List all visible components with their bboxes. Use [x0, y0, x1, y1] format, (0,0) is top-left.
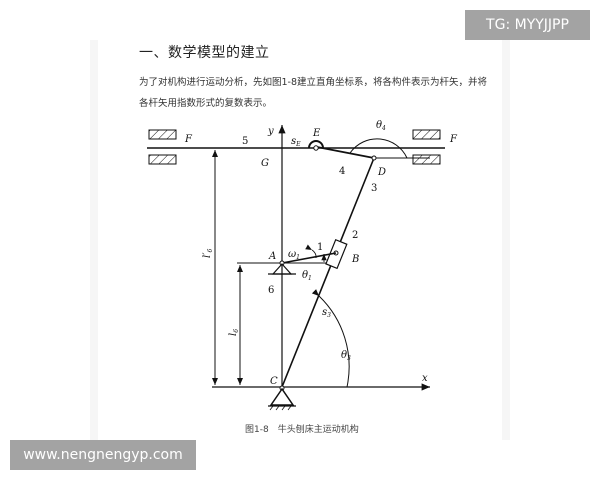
label-omega1: ω1: [288, 249, 300, 261]
ground-support-C: [269, 387, 295, 406]
label-link-4: 4: [339, 166, 345, 177]
label-link-3: 3: [371, 183, 377, 194]
joint-D: [371, 155, 377, 161]
label-y-axis: y: [267, 126, 274, 137]
label-D: D: [377, 167, 386, 178]
label-A: A: [268, 251, 276, 262]
label-G: G: [261, 158, 269, 169]
guide-left: [148, 129, 177, 165]
label-theta4: θ4: [376, 120, 386, 132]
joint-A: [279, 260, 285, 266]
page-margin-left: [90, 40, 98, 440]
label-E: E: [312, 128, 321, 139]
section-heading: 一、数学模型的建立: [139, 45, 270, 61]
article-card: [98, 0, 502, 440]
label-x-axis: x: [422, 373, 428, 384]
label-F-right: F: [449, 134, 458, 145]
body-paragraph: 为了对机构进行运动分析，先如图1-8建立直角坐标系，将各构件表示为杆矢，并将各杆…: [139, 77, 488, 109]
joint-E: [313, 145, 319, 151]
theta4-arc: [349, 138, 408, 159]
label-theta1: θ1: [302, 270, 312, 282]
label-F-left: F: [184, 134, 193, 145]
crank-link-1: [281, 252, 337, 264]
label-link-1: 1: [317, 242, 323, 253]
label-l6: l6: [228, 329, 240, 336]
figure-caption: 图1-8 牛头刨床主运动机构: [245, 425, 359, 435]
label-link-2: 2: [352, 230, 358, 241]
page-margin-right: [502, 40, 510, 440]
label-theta3: θ3: [341, 350, 351, 362]
label-link-6: 6: [268, 285, 274, 296]
theta3-arc: [311, 288, 350, 388]
watermark-bottom-left: www.nengnengyp.com: [10, 440, 196, 470]
link-4: [316, 146, 375, 159]
guide-right: [412, 129, 441, 165]
label-B: B: [351, 254, 359, 265]
watermark-top-right: TG: MYYJJPP: [465, 10, 590, 40]
label-l6-prime: l′6: [202, 249, 214, 258]
label-sE: sE: [291, 136, 301, 148]
label-link-5: 5: [242, 136, 248, 147]
label-C: C: [270, 376, 278, 387]
label-s3: s3: [322, 307, 331, 319]
link-3: [281, 157, 375, 388]
